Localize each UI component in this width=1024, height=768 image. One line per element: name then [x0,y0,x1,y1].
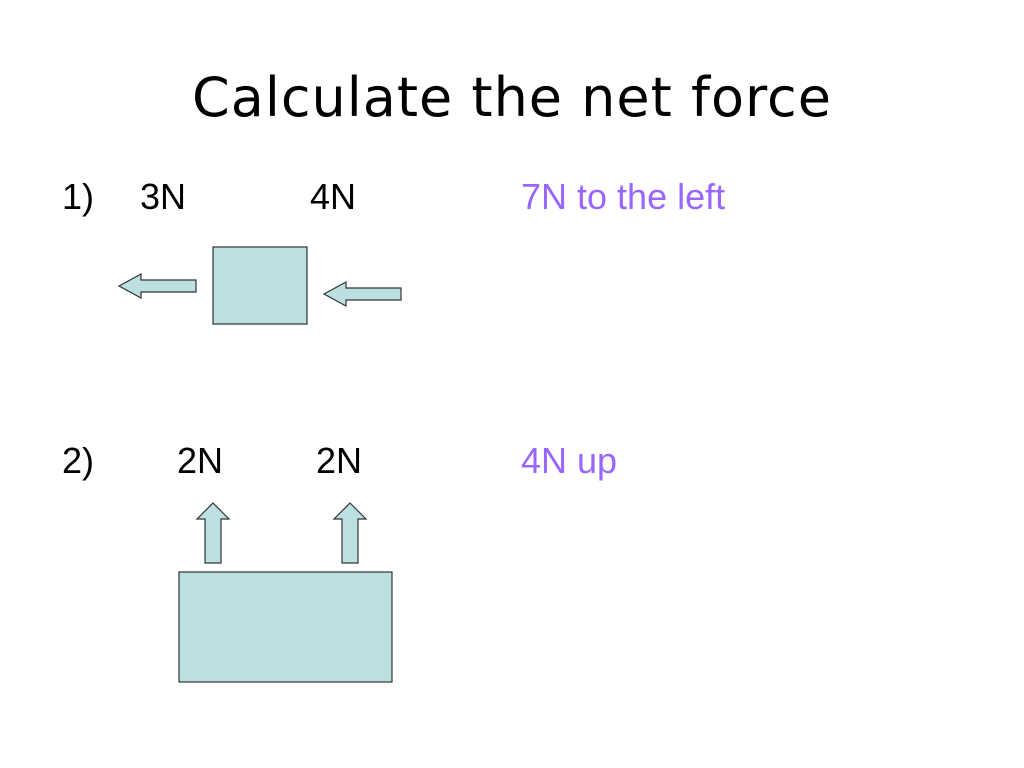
slide-title: Calculate the net force [192,66,832,129]
problem-1-force-left: 3N [140,176,187,217]
problem-1-force-right: 4N [310,176,357,217]
problem-2-left-up-arrow-icon [195,502,231,564]
problem-2-number: 2) [62,440,95,481]
problem-2-force-left: 2N [177,440,224,481]
problem-2-block [178,571,393,683]
problem-1-right-arrow-icon [322,280,402,308]
problem-2-answer: 4N up [521,440,618,481]
problem-2-right-up-arrow-icon [332,502,368,564]
problem-1-answer: 7N to the left [521,176,726,217]
problem-1-number: 1) [62,176,95,217]
problem-1-block [212,246,308,325]
problem-2-force-right: 2N [316,440,363,481]
problem-1-left-arrow-icon [117,272,197,300]
